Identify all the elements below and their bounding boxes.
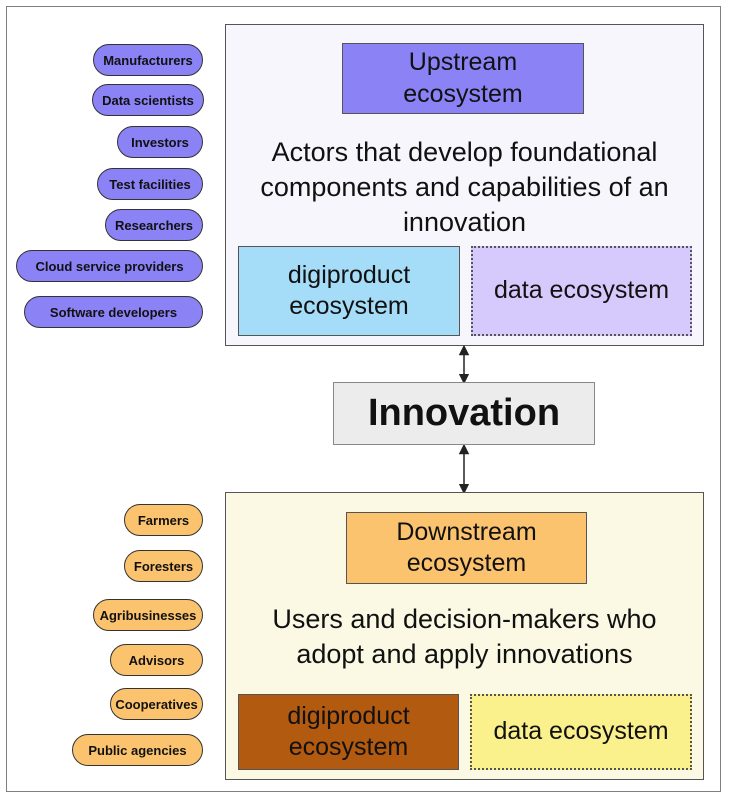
downstream-data-ecosystem-box: data ecosystem <box>470 694 692 770</box>
downstream-title-line2: ecosystem <box>406 549 527 577</box>
downstream-digiproduct-line2: ecosystem <box>288 733 409 761</box>
upstream-data-ecosystem-box: data ecosystem <box>471 246 692 336</box>
upstream-digiproduct-line1: digiproduct <box>287 260 411 289</box>
actor-researchers: Researchers <box>105 209 203 241</box>
actor-foresters: Foresters <box>124 550 203 582</box>
actor-cloud-service-providers: Cloud service providers <box>16 250 203 282</box>
actor-software-developers: Software developers <box>24 296 203 328</box>
downstream-description-line2: adopt and apply innovations <box>296 639 633 670</box>
downstream-title-box: Downstream ecosystem <box>346 512 587 584</box>
upstream-title-line1: Upstream <box>408 48 518 77</box>
actor-data-scientists: Data scientists <box>92 84 204 116</box>
downstream-description: Users and decision-makers who adopt and … <box>225 602 704 672</box>
downstream-description-line1: Users and decision-makers who <box>272 604 657 634</box>
upstream-description-line2: components and capabilities of an <box>260 172 669 203</box>
upstream-description-line3: innovation <box>402 207 527 238</box>
upstream-title-line2: ecosystem <box>403 79 523 108</box>
actor-public-agencies: Public agencies <box>72 734 203 766</box>
downstream-digiproduct-line1: digiproduct <box>287 701 410 730</box>
upstream-digiproduct-line2: ecosystem <box>289 292 409 320</box>
actor-cooperatives: Cooperatives <box>110 688 203 720</box>
upstream-description-line1: Actors that develop foundational <box>271 137 658 167</box>
innovation-box: Innovation <box>333 382 595 445</box>
actor-investors: Investors <box>117 126 203 158</box>
downstream-digiproduct-box: digiproduct ecosystem <box>238 694 459 770</box>
actor-manufacturers: Manufacturers <box>93 44 203 76</box>
actor-test-facilities: Test facilities <box>97 168 203 200</box>
upstream-digiproduct-box: digiproduct ecosystem <box>238 246 460 336</box>
upstream-title-box: Upstream ecosystem <box>342 43 584 114</box>
actor-farmers: Farmers <box>124 504 203 536</box>
downstream-title-line1: Downstream <box>396 517 537 546</box>
upstream-description: Actors that develop foundational compone… <box>225 135 704 240</box>
actor-agribusinesses: Agribusinesses <box>93 599 203 631</box>
actor-advisors: Advisors <box>110 644 203 676</box>
